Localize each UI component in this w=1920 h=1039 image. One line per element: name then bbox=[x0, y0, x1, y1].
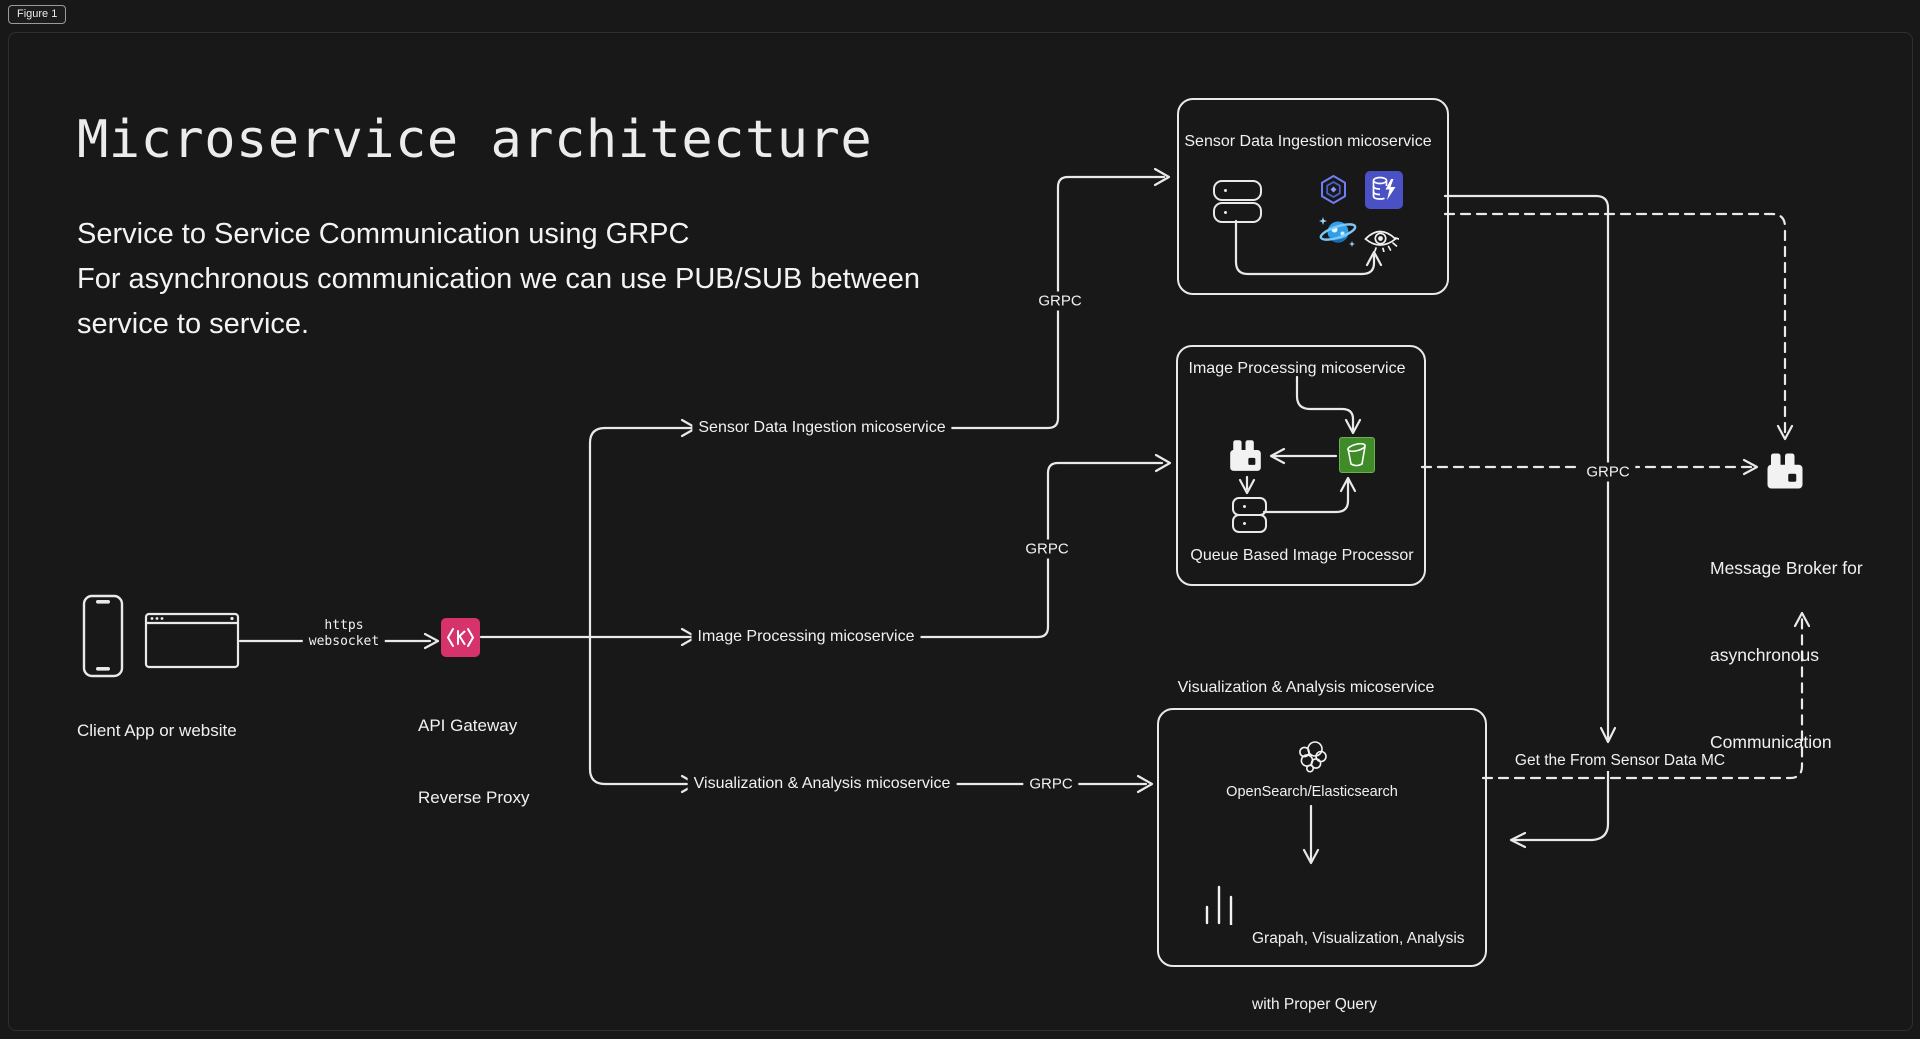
protocol-label: https websocket bbox=[302, 617, 386, 651]
rabbitmq-icon bbox=[1765, 451, 1805, 491]
sensor-service-title: Sensor Data Ingestion micoservice bbox=[1184, 133, 1432, 150]
s3-bucket-icon bbox=[1339, 437, 1375, 473]
broker-label-line1: Message Broker for bbox=[1710, 558, 1863, 578]
grpc-label-broker: GRPC bbox=[1580, 462, 1636, 482]
viz-service-title: Visualization & Analysis micoservice bbox=[1177, 679, 1435, 696]
grpc-label-image: GRPC bbox=[1019, 539, 1075, 559]
gateway-label-line2: Reverse Proxy bbox=[418, 788, 530, 807]
bar-chart-icon bbox=[1202, 883, 1238, 925]
subtitle-line-3: service to service. bbox=[77, 308, 310, 340]
sensor-service-box bbox=[1177, 98, 1449, 295]
image-service-caption: Queue Based Image Processor bbox=[1190, 547, 1414, 564]
grpc-label-viz: GRPC bbox=[1023, 774, 1079, 794]
queue-icon bbox=[1213, 180, 1262, 201]
get-sensor-data-label: Get the From Sensor Data MC bbox=[1508, 751, 1732, 771]
viz-engine-label: OpenSearch/Elasticsearch bbox=[1226, 784, 1398, 800]
viz-service-box bbox=[1157, 708, 1487, 967]
gateway-label-line1: API Gateway bbox=[418, 716, 518, 735]
planet-icon bbox=[1318, 214, 1358, 251]
page-subtitle: Service to Service Communication using G… bbox=[77, 212, 920, 347]
gateway-label: API Gateway Reverse Proxy bbox=[418, 666, 529, 858]
viz-result-label: Grapah, Visualization, Analysis with Pro… bbox=[1252, 884, 1465, 1039]
branch-label-image: Image Processing micoservice bbox=[691, 627, 921, 647]
subtitle-line-1: Service to Service Communication using G… bbox=[77, 218, 690, 250]
queue-icon bbox=[1232, 514, 1267, 533]
broker-label-line3: Communication bbox=[1710, 732, 1832, 752]
accel-db-icon bbox=[1365, 171, 1403, 209]
protocol-websocket: websocket bbox=[308, 634, 380, 649]
image-service-box bbox=[1176, 345, 1426, 586]
phone-icon bbox=[82, 594, 124, 678]
broker-label: Message Broker for asynchronous Communic… bbox=[1710, 496, 1863, 815]
image-service-title: Image Processing micoservice bbox=[1188, 360, 1406, 377]
elasticsearch-icon bbox=[1294, 739, 1330, 775]
page-title: Microservice architecture bbox=[77, 110, 873, 170]
branch-label-viz: Visualization & Analysis micoservice bbox=[687, 774, 957, 794]
viz-result-line1: Grapah, Visualization, Analysis bbox=[1252, 930, 1465, 947]
figure-frame bbox=[8, 32, 1913, 1031]
browser-icon bbox=[144, 612, 240, 669]
hex-db-icon bbox=[1318, 174, 1349, 205]
eye-icon bbox=[1363, 227, 1399, 252]
client-label: Client App or website bbox=[77, 721, 237, 740]
broker-label-line2: asynchronous bbox=[1710, 645, 1819, 665]
api-gateway-icon bbox=[441, 618, 480, 657]
subtitle-line-2: For asynchronous communication we can us… bbox=[77, 263, 921, 295]
viz-result-line2: with Proper Query bbox=[1252, 996, 1377, 1013]
grpc-label-sensor: GRPC bbox=[1032, 291, 1088, 311]
rabbitmq-icon bbox=[1228, 438, 1263, 473]
queue-icon bbox=[1213, 202, 1262, 223]
protocol-https: https bbox=[324, 618, 364, 633]
figure-badge[interactable]: Figure 1 bbox=[8, 5, 67, 24]
branch-label-sensor: Sensor Data Ingestion micoservice bbox=[692, 418, 952, 438]
